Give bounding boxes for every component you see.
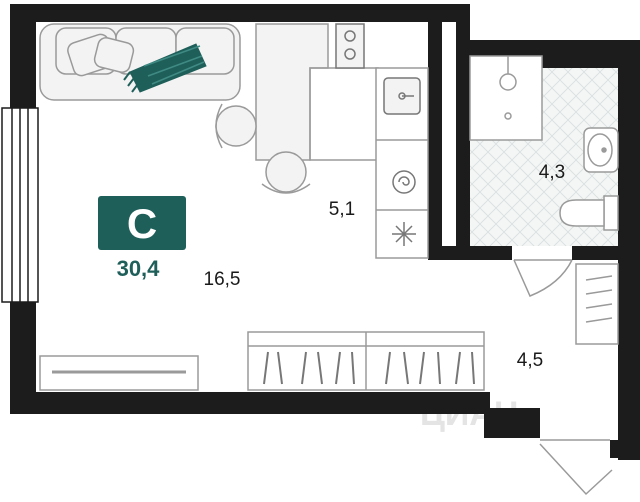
chair-bottom — [261, 151, 311, 194]
hallway-closet — [575, 263, 619, 345]
stove — [335, 23, 365, 69]
apartment-type-badge: С — [98, 196, 186, 250]
hallway-area: 4,5 — [517, 350, 543, 371]
type-letter: С — [127, 200, 157, 247]
tv-stand — [39, 355, 199, 391]
bathroom-door — [513, 259, 573, 297]
shower — [469, 55, 543, 141]
total-area-label: 30,4 — [117, 256, 161, 281]
bathroom-area: 4,3 — [539, 162, 565, 183]
living-room-area: 16,5 — [204, 269, 241, 290]
toilet — [559, 195, 619, 231]
entrance-door — [539, 439, 613, 496]
kitchen-area: 5,1 — [329, 199, 355, 220]
bathroom-sink — [583, 127, 619, 173]
hangers — [263, 351, 475, 385]
wardrobe — [247, 331, 485, 391]
blanket — [123, 43, 207, 93]
kitchen-sink — [383, 77, 421, 115]
washer-icon — [392, 170, 416, 194]
window — [1, 107, 39, 303]
walls — [10, 4, 640, 460]
fridge-snowflake-icon — [392, 222, 416, 246]
chair-left — [215, 103, 257, 149]
